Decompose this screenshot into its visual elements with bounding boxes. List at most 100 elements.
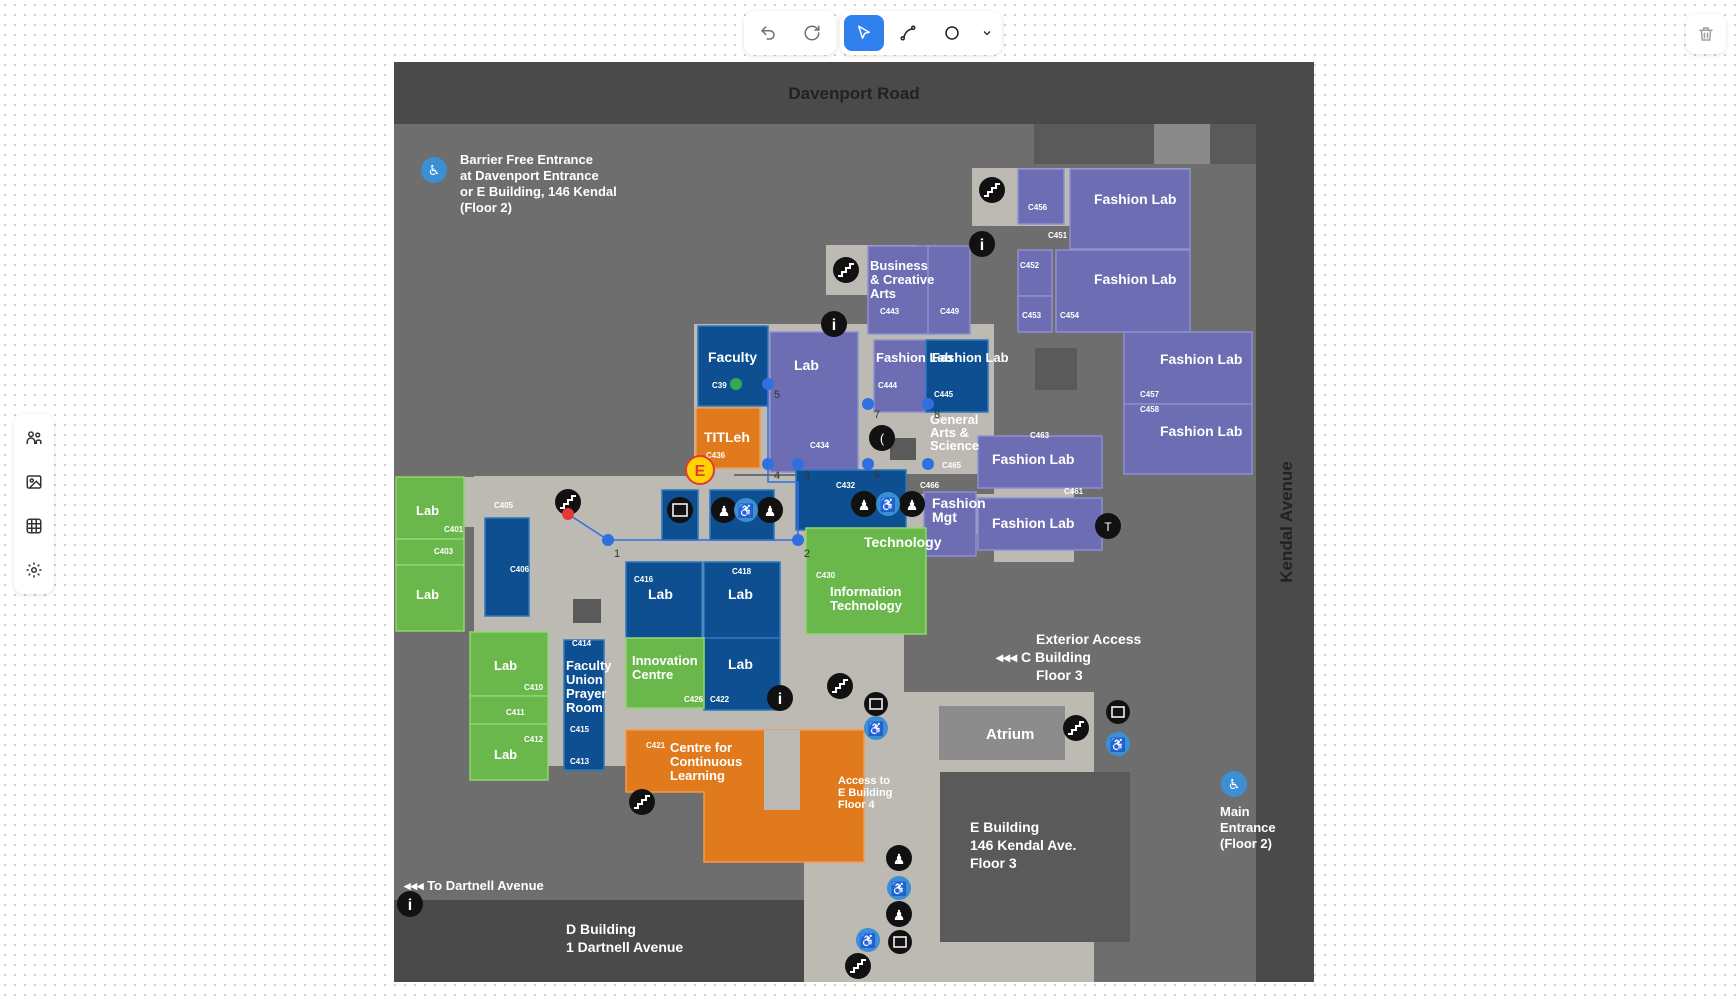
svg-text:Exterior Access ◂◂◂ C Bu: Exterior Access ◂◂◂ C Building Floor 3 [995, 631, 1145, 683]
route-point-4 [762, 458, 774, 470]
svg-text:♿: ♿ [1110, 737, 1126, 752]
svg-text:5: 5 [774, 389, 780, 401]
green-rooms [395, 476, 927, 781]
stairs-icon [979, 177, 1005, 203]
svg-text:C432: C432 [836, 481, 856, 490]
svg-text:◂◂◂ To Dartnell Avenue: ◂◂◂ To Dartnell Avenue [403, 878, 544, 893]
trash-icon[interactable] [1686, 14, 1726, 54]
svg-text:Fashion Lab: Fashion Lab [992, 451, 1074, 467]
svg-text:C410: C410 [524, 683, 544, 692]
svg-text:C39: C39 [712, 381, 727, 390]
grid-icon[interactable] [16, 506, 52, 546]
svg-text:Fashion Lab: Fashion Lab [1094, 271, 1176, 287]
washroom-icon: ♟ [899, 491, 925, 517]
settings-icon[interactable] [16, 550, 52, 590]
accessible-icon: ♿ [876, 492, 900, 516]
elevator-icon [864, 692, 888, 716]
svg-text:C456: C456 [1028, 203, 1048, 212]
svg-text:Innovation Centre: Innovation Centre [632, 653, 701, 682]
svg-text:Lab: Lab [416, 503, 439, 518]
floor-plan-map[interactable]: Davenport Road Kendal Avenue [394, 62, 1314, 982]
svg-text:Fashion Lab: Fashion Lab [1160, 423, 1242, 439]
svg-text:Lab: Lab [494, 747, 517, 762]
svg-text:Lab: Lab [728, 656, 753, 672]
svg-text:i: i [832, 317, 836, 334]
svg-text:Fashion Lab: Fashion Lab [1160, 351, 1242, 367]
road-right [1256, 124, 1314, 982]
path-icon[interactable] [888, 15, 928, 51]
route-points [602, 378, 934, 546]
svg-text:3: 3 [804, 470, 810, 482]
route-point-5 [762, 378, 774, 390]
svg-text:C415: C415 [570, 725, 590, 734]
svg-text:C451: C451 [1048, 231, 1068, 240]
svg-text:i: i [980, 237, 984, 254]
svg-text:Fashion Lab: Fashion Lab [876, 350, 953, 365]
route-start-point [730, 378, 742, 390]
image-icon[interactable] [16, 462, 52, 502]
left-sidebar [14, 414, 54, 594]
route-point-1 [602, 534, 614, 546]
svg-text:C465: C465 [942, 461, 962, 470]
svg-text:Lab: Lab [494, 658, 517, 673]
svg-text:6: 6 [874, 469, 880, 481]
wheelchair-icon [421, 157, 447, 183]
svg-text:Lab: Lab [794, 357, 819, 373]
svg-text:Fashion Mgt: Fashion Mgt [932, 495, 990, 525]
accessible-icon: ♿ [856, 928, 880, 952]
svg-text:Fashion Lab: Fashion Lab [932, 350, 1009, 365]
route-point-6 [862, 458, 874, 470]
phone-icon: ( [869, 425, 895, 451]
redo-icon[interactable] [792, 15, 832, 51]
route-point-7 [862, 398, 874, 410]
info-icon: i [969, 231, 995, 257]
atrium [939, 706, 1065, 760]
svg-text:C445: C445 [934, 390, 954, 399]
stairs-icon [1063, 715, 1089, 741]
svg-text:C463: C463 [1030, 431, 1050, 440]
route-point-9 [922, 458, 934, 470]
svg-text:C436: C436 [706, 451, 726, 460]
people-icon[interactable] [16, 418, 52, 458]
road-top-label: Davenport Road [788, 84, 919, 103]
undo-icon[interactable] [748, 15, 788, 51]
stairs-icon [827, 673, 853, 699]
info-icon: i [821, 311, 847, 337]
svg-text:Lab: Lab [728, 586, 753, 602]
stairs-icon [555, 489, 581, 515]
svg-text:7: 7 [874, 409, 880, 421]
washroom-icon: ♟ [851, 491, 877, 517]
entrance-marker[interactable]: E [685, 455, 715, 485]
elevator-icon [1106, 700, 1130, 724]
route-overlay[interactable]: 1 2 3 4 5 6 7 8 [562, 378, 940, 560]
route-point-2 [792, 534, 804, 546]
washroom-icon: ♟ [886, 901, 912, 927]
route-end-point [562, 508, 574, 520]
svg-text:General Arts & Sci: General Arts & Science [930, 412, 982, 453]
washroom-icon: ♟ [757, 497, 783, 523]
svg-text:♟: ♟ [906, 497, 919, 513]
svg-text:Lab: Lab [648, 586, 673, 602]
pointer-icon[interactable] [844, 15, 884, 51]
svg-text:C454: C454 [1060, 311, 1080, 320]
svg-text:Main Entrance (Flo: Main Entrance (Floor 2) [1220, 804, 1279, 851]
svg-text:C434: C434 [810, 441, 830, 450]
route-point-8 [922, 398, 934, 410]
atrium-label: Atrium [986, 726, 1034, 743]
svg-text:C418: C418 [732, 567, 752, 576]
chevron-down-icon[interactable] [976, 15, 998, 51]
svg-text:8: 8 [934, 409, 940, 421]
elevator-icon [888, 930, 912, 954]
svg-text:C453: C453 [1022, 311, 1042, 320]
svg-text:C443: C443 [880, 307, 900, 316]
svg-text:♿: ♿ [860, 933, 876, 948]
svg-text:C444: C444 [878, 381, 898, 390]
svg-text:i: i [778, 691, 782, 708]
svg-text:2: 2 [804, 548, 810, 560]
svg-text:E Building 146 Kendal Av: E Building 146 Kendal Ave. Floor 3 [970, 819, 1080, 871]
svg-text:♿: ♿ [428, 163, 441, 179]
circle-icon[interactable] [932, 15, 972, 51]
room-labels: Fashion Lab Fashion Lab Fashion Lab Fash… [416, 191, 1242, 783]
road-right-label: Kendal Avenue [1277, 461, 1296, 583]
svg-text:Business & Creative: Business & Creative Arts [870, 258, 938, 301]
